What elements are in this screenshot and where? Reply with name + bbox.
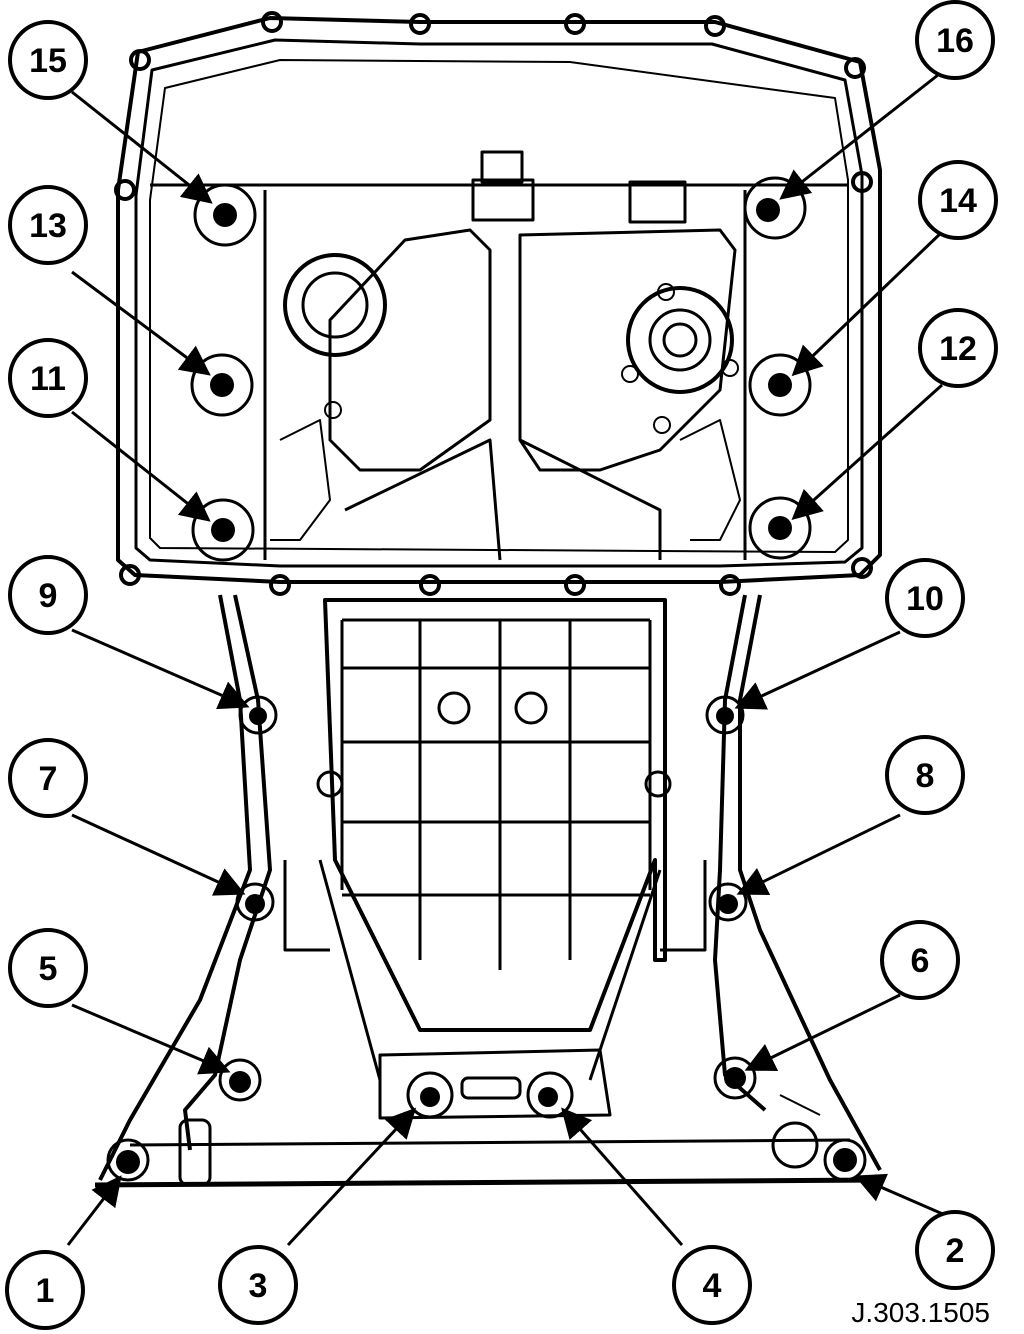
- bolt-7: [245, 894, 265, 914]
- leader-arrows: [66, 73, 946, 1247]
- callout-5: 5: [8, 928, 88, 1008]
- svg-text:2: 2: [946, 1232, 965, 1270]
- figure-reference: J.303.1505: [851, 1297, 990, 1328]
- bolt-3: [420, 1087, 440, 1107]
- svg-text:12: 12: [939, 330, 977, 368]
- callout-6: 6: [880, 920, 960, 1000]
- svg-text:15: 15: [29, 42, 67, 80]
- callout-14: 14: [918, 160, 998, 240]
- bolt-10: [716, 707, 734, 725]
- callout-15: 15: [8, 20, 88, 100]
- bolt-4: [538, 1087, 558, 1107]
- bolt-1: [116, 1150, 140, 1174]
- bolt-8: [718, 894, 738, 914]
- svg-text:6: 6: [911, 942, 930, 980]
- bolt-5: [229, 1071, 251, 1093]
- callout-9: 9: [8, 555, 88, 635]
- bolt-2: [833, 1148, 857, 1172]
- svg-text:5: 5: [39, 950, 58, 988]
- svg-text:13: 13: [29, 207, 67, 245]
- bolt-13: [210, 373, 234, 397]
- svg-text:16: 16: [936, 22, 974, 60]
- upper-oil-pan: [114, 11, 882, 596]
- svg-text:4: 4: [703, 1267, 722, 1305]
- svg-text:8: 8: [916, 757, 935, 795]
- svg-text:10: 10: [906, 580, 944, 618]
- svg-text:11: 11: [30, 360, 66, 398]
- callout-1: 1: [5, 1250, 85, 1330]
- callout-7: 7: [8, 738, 88, 818]
- svg-text:7: 7: [39, 760, 58, 798]
- callout-8: 8: [885, 735, 965, 815]
- svg-text:3: 3: [249, 1267, 268, 1305]
- callout-2: 2: [915, 1210, 995, 1290]
- callout-4: 4: [672, 1245, 752, 1325]
- svg-text:14: 14: [939, 182, 977, 220]
- bolt-9: [249, 707, 267, 725]
- callout-3: 3: [218, 1245, 298, 1325]
- callout-16: 16: [915, 0, 995, 80]
- callout-12: 12: [918, 308, 998, 388]
- bolt-markers: [116, 198, 857, 1174]
- svg-text:9: 9: [39, 577, 58, 615]
- svg-text:1: 1: [36, 1272, 55, 1310]
- callouts: 1 2 3 4 5 6 7 8: [5, 0, 998, 1330]
- callout-11: 11: [8, 338, 88, 418]
- bolt-11: [211, 518, 235, 542]
- bolt-6: [724, 1067, 746, 1089]
- bolt-14: [768, 373, 792, 397]
- bolt-16: [756, 198, 780, 222]
- lower-crankcase-structure: [94, 594, 882, 1188]
- callout-10: 10: [885, 558, 965, 638]
- bolt-15: [213, 203, 237, 227]
- callout-13: 13: [8, 185, 88, 265]
- bolt-12: [768, 516, 792, 540]
